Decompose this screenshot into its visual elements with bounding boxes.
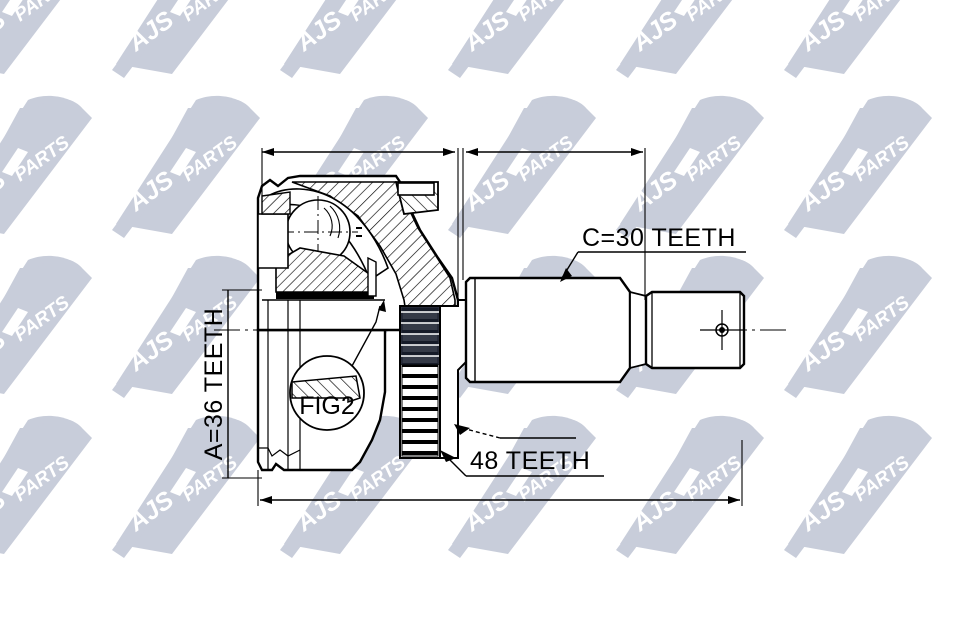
label-abs-ring-teeth: 48 TEETH [440, 424, 604, 477]
outer-shaft-barrel [464, 276, 746, 384]
ball-cage-assembly [257, 188, 389, 299]
dimension-top-right [462, 148, 646, 300]
svg-text:48 TEETH: 48 TEETH [470, 447, 590, 475]
svg-text:A=36 TEETH: A=36 TEETH [200, 308, 228, 461]
dimension-left-vertical [222, 289, 262, 479]
fig2-label: FIG2 [299, 392, 355, 420]
svg-text:C=30 TEETH: C=30 TEETH [582, 224, 736, 252]
abs-tone-ring [399, 299, 467, 459]
label-outer-spline-teeth: C=30 TEETH [560, 224, 746, 282]
fig2-detail-callout: FIG2 [289, 300, 386, 431]
dimension-bottom-overall [257, 440, 743, 506]
housing-section-hatch [291, 181, 456, 327]
label-inner-spline-teeth: A=36 TEETH [200, 308, 228, 461]
shaft-tip-hole-detail [700, 310, 744, 350]
dimension-top-left [261, 148, 459, 300]
